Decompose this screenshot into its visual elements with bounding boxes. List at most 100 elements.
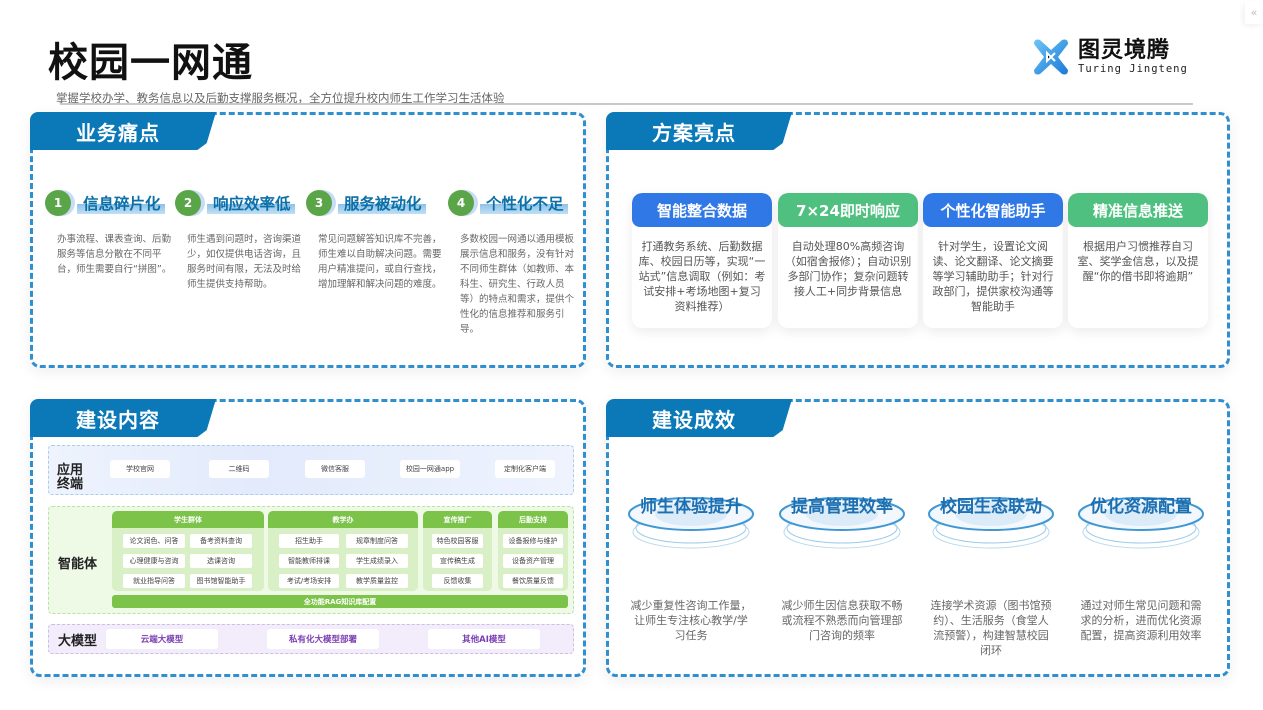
agent-chip[interactable]: 设备资产管理 bbox=[503, 554, 563, 568]
agent-group-title: 后勤支持 bbox=[498, 511, 568, 528]
model-chip[interactable]: 私有化大模型部署 bbox=[267, 629, 379, 649]
highlights-panel: 方案亮点 智能整合数据 打通教务系统、后勤数据库、校园日历等，实现“一站式”信息… bbox=[606, 112, 1230, 368]
terminal-chip[interactable]: 学校官网 bbox=[110, 460, 170, 478]
agent-chip[interactable]: 备考资料查询 bbox=[190, 534, 252, 548]
highlight-card-title: 7×24即时响应 bbox=[778, 193, 918, 227]
logo-name-cn: 图灵境腾 bbox=[1078, 37, 1171, 63]
number-badge: 3 bbox=[306, 190, 332, 216]
terminal-chip[interactable]: 定制化客户端 bbox=[495, 460, 555, 478]
ripple-disc-icon bbox=[628, 497, 754, 549]
models-layer: 大模型 云端大模型 私有化大模型部署 其他AI模型 bbox=[48, 624, 574, 654]
ripple-disc-icon bbox=[779, 497, 905, 549]
terminal-chip[interactable]: 校园一网通app bbox=[400, 460, 460, 478]
logo-x-icon bbox=[1030, 36, 1072, 78]
pain-points-title: 业务痛点 bbox=[30, 112, 216, 150]
agent-chip[interactable]: 规章制度问答 bbox=[346, 534, 408, 548]
pain-point-title: 服务被动化 bbox=[338, 192, 426, 214]
number-badge: 1 bbox=[45, 190, 71, 216]
pain-point-desc: 师生遇到问题时，咨询渠道少，如仅提供电话咨询，且服务时间有限，无法及时给师生提供… bbox=[187, 234, 302, 290]
agent-chip[interactable]: 招生助手 bbox=[279, 534, 339, 548]
agent-chip[interactable]: 反馈收集 bbox=[432, 574, 483, 588]
construction-panel: 建设内容 应用终端 学校官网 二维码 微信客服 校园一网通app 定制化客户端 … bbox=[30, 399, 586, 677]
logo-name-en: Turing Jingteng bbox=[1078, 62, 1188, 75]
agent-group-title: 宣传推广 bbox=[423, 511, 492, 528]
terminal-chip[interactable]: 微信客服 bbox=[305, 460, 365, 478]
pain-point-desc: 多数校园一网通以通用模板展示信息和服务，没有针对不同师生群体（如教师、本科生、研… bbox=[460, 234, 575, 335]
collapse-panel-button[interactable]: « bbox=[1245, 2, 1263, 24]
outcomes-panel: 建设成效 师生体验提升 减少重复性咨询工作量，让师生专注核心教学/学习任务 提高… bbox=[606, 399, 1230, 677]
ripple-disc-icon bbox=[1078, 497, 1204, 549]
outcome-item: 校园生态联动 连接学术资源（图书馆预约）、生活服务（食堂人流预警），构建智慧校园… bbox=[921, 492, 1061, 658]
page-title: 校园一网通 bbox=[48, 40, 253, 86]
pain-point-title: 信息碎片化 bbox=[77, 192, 165, 214]
highlight-card-desc: 打通教务系统、后勤数据库、校园日历等，实现“一站式”信息调取（例如：考试安排+考… bbox=[638, 240, 766, 313]
highlights-title: 方案亮点 bbox=[606, 112, 792, 150]
rag-knowledge-base-bar[interactable]: 全功能RAG知识库配置 bbox=[112, 595, 568, 608]
pain-point-desc: 常见问题解答知识库不完善，师生难以自助解决问题。需要用户精准提问，或自行查找，增… bbox=[318, 234, 442, 290]
page-subtitle: 掌握学校办学、教务信息以及后勤支撑服务概况，全方位提升校内师生工作学习生活体验 bbox=[56, 91, 505, 105]
outcome-title: 提高管理效率 bbox=[791, 497, 893, 517]
agent-chip[interactable]: 餐饮质量反馈 bbox=[503, 574, 563, 588]
agent-chip[interactable]: 学生成绩录入 bbox=[346, 554, 408, 568]
outcome-title: 师生体验提升 bbox=[640, 497, 742, 517]
agent-chip[interactable]: 设备报修与维护 bbox=[503, 534, 563, 548]
pain-points-panel: 业务痛点 1 信息碎片化 办事流程、课表查询、后勤服务等信息分散在不同平台，师生… bbox=[30, 112, 586, 368]
pain-point-item: 2 响应效率低 师生遇到问题时，咨询渠道少，如仅提供电话咨询，且服务时间有限，无… bbox=[175, 188, 310, 292]
highlight-card: 个性化智能助手 针对学生，设置论文阅读、论文翻译、论文摘要等学习辅助助手；针对行… bbox=[923, 193, 1063, 328]
pain-point-item: 4 个性化不足 多数校园一网通以通用模板展示信息和服务，没有针对不同师生群体（如… bbox=[448, 188, 576, 337]
construction-title: 建设内容 bbox=[30, 399, 216, 437]
agent-chip[interactable]: 选课咨询 bbox=[190, 554, 252, 568]
agent-chip[interactable]: 教学质量监控 bbox=[346, 574, 408, 588]
model-chip[interactable]: 云端大模型 bbox=[106, 629, 218, 649]
agent-group-title: 教学办 bbox=[268, 511, 418, 528]
terminal-layer: 应用终端 学校官网 二维码 微信客服 校园一网通app 定制化客户端 bbox=[48, 445, 574, 495]
highlight-card-title: 精准信息推送 bbox=[1068, 193, 1208, 227]
agent-chip[interactable]: 心理健康与咨询 bbox=[123, 554, 185, 568]
highlight-card-desc: 自动处理80%高频咨询（如宿舍报修）；自动识别多部门协作；复杂问题转接人工+同步… bbox=[784, 240, 912, 298]
models-layer-label: 大模型 bbox=[58, 634, 98, 649]
title-divider bbox=[60, 103, 1193, 105]
outcome-item: 师生体验提升 减少重复性咨询工作量，让师生专注核心教学/学习任务 bbox=[621, 492, 761, 643]
outcome-desc: 连接学术资源（图书馆预约）、生活服务（食堂人流预警），构建智慧校园闭环 bbox=[930, 599, 1052, 657]
highlight-card-title: 智能整合数据 bbox=[632, 193, 772, 227]
pain-point-desc: 办事流程、课表查询、后勤服务等信息分散在不同平台，师生需要自行“拼图”。 bbox=[57, 234, 172, 275]
agent-group: 教学办 招生助手 规章制度问答 智能教师排课 学生成绩录入 考试/考场安排 教学… bbox=[268, 511, 418, 591]
model-chip[interactable]: 其他AI模型 bbox=[428, 629, 540, 649]
highlight-card-desc: 针对学生，设置论文阅读、论文翻译、论文摘要等学习辅助助手；针对行政部门，提供家校… bbox=[932, 240, 1054, 313]
outcome-title: 校园生态联动 bbox=[940, 497, 1042, 517]
agents-layer: 智能体 学生群体 论文润色、问答 备考资料查询 心理健康与咨询 选课咨询 就业指… bbox=[48, 506, 574, 614]
outcomes-title: 建设成效 bbox=[606, 399, 792, 437]
agent-group: 学生群体 论文润色、问答 备考资料查询 心理健康与咨询 选课咨询 就业指导问答 … bbox=[112, 511, 264, 591]
outcome-desc: 减少重复性咨询工作量，让师生专注核心教学/学习任务 bbox=[630, 599, 752, 642]
outcome-item: 优化资源配置 通过对师生常见问题和需求的分析，进而优化资源配置，提高资源利用效率 bbox=[1071, 492, 1211, 643]
agent-chip[interactable]: 考试/考场安排 bbox=[279, 574, 339, 588]
highlight-card: 精准信息推送 根据用户习惯推荐自习室、奖学金信息，以及提醒“你的借书即将逾期” bbox=[1068, 193, 1208, 328]
agent-chip[interactable]: 宣传稿生成 bbox=[432, 554, 483, 568]
number-badge: 2 bbox=[175, 190, 201, 216]
highlight-card-title: 个性化智能助手 bbox=[923, 193, 1063, 227]
ripple-disc-icon bbox=[928, 497, 1054, 549]
agent-chip[interactable]: 智能教师排课 bbox=[279, 554, 339, 568]
highlight-card: 7×24即时响应 自动处理80%高频咨询（如宿舍报修）；自动识别多部门协作；复杂… bbox=[778, 193, 918, 328]
agent-chip[interactable]: 特色校园客服 bbox=[432, 534, 483, 548]
pain-point-item: 3 服务被动化 常见问题解答知识库不完善，师生难以自助解决问题。需要用户精准提问… bbox=[306, 188, 446, 292]
agent-chip[interactable]: 就业指导问答 bbox=[123, 574, 185, 588]
terminal-chip[interactable]: 二维码 bbox=[209, 460, 269, 478]
outcome-desc: 通过对师生常见问题和需求的分析，进而优化资源配置，提高资源利用效率 bbox=[1080, 599, 1202, 642]
outcome-desc: 减少师生因信息获取不畅或流程不熟悉而向管理部门咨询的频率 bbox=[781, 599, 903, 642]
pain-point-title: 个性化不足 bbox=[480, 192, 568, 214]
agents-layer-label: 智能体 bbox=[58, 557, 98, 572]
agent-chip[interactable]: 图书馆智能助手 bbox=[190, 574, 252, 588]
outcome-item: 提高管理效率 减少师生因信息获取不畅或流程不熟悉而向管理部门咨询的频率 bbox=[772, 492, 912, 643]
number-badge: 4 bbox=[448, 190, 474, 216]
brand-logo: 图灵境腾 Turing Jingteng bbox=[1030, 36, 1188, 78]
agent-group-title: 学生群体 bbox=[112, 511, 264, 528]
pain-point-title: 响应效率低 bbox=[207, 192, 295, 214]
outcome-title: 优化资源配置 bbox=[1090, 497, 1192, 517]
highlight-card-desc: 根据用户习惯推荐自习室、奖学金信息，以及提醒“你的借书即将逾期” bbox=[1077, 240, 1199, 283]
terminal-layer-label: 应用终端 bbox=[57, 463, 84, 492]
agent-group: 后勤支持 设备报修与维护 设备资产管理 餐饮质量反馈 bbox=[498, 511, 568, 591]
pain-point-item: 1 信息碎片化 办事流程、课表查询、后勤服务等信息分散在不同平台，师生需要自行“… bbox=[45, 188, 175, 277]
agent-chip[interactable]: 论文润色、问答 bbox=[123, 534, 185, 548]
highlight-card: 智能整合数据 打通教务系统、后勤数据库、校园日历等，实现“一站式”信息调取（例如… bbox=[632, 193, 772, 328]
